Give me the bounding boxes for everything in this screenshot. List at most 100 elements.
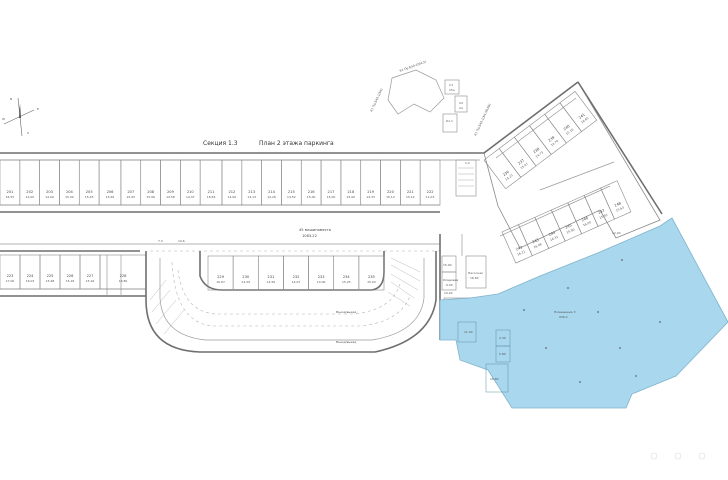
parking-space-area: 17.00 bbox=[6, 279, 15, 283]
parking-space-number: 202 bbox=[26, 190, 33, 194]
parking-space-area: 15.63 bbox=[615, 205, 625, 212]
room1-value: 16.60 bbox=[470, 276, 479, 280]
row-diagonal-upper-stalls: 23614.2323715.0723814.7323914.7024015.16… bbox=[483, 90, 598, 190]
parking-space-area: 16.03 bbox=[26, 279, 35, 283]
parking-space-outline bbox=[39, 254, 61, 290]
parking-space-area: 16.00 bbox=[582, 220, 592, 227]
parking-space-outline bbox=[501, 224, 533, 264]
parking-space-outline bbox=[358, 255, 385, 291]
dim-1: 7.3 bbox=[158, 239, 163, 243]
parking-space-number: 230 bbox=[242, 275, 250, 279]
context-value-4: 2н bbox=[459, 106, 463, 110]
parking-space-number: 245 bbox=[565, 223, 573, 229]
parking-space-area: 14.13 bbox=[247, 195, 256, 199]
parking-space-number: 243 bbox=[532, 238, 540, 244]
parking-space-number: 227 bbox=[87, 274, 94, 278]
parking-space-number: 237 bbox=[517, 158, 525, 165]
parking-space-area: 16.56 bbox=[207, 195, 216, 199]
parking-space-area: 15.25 bbox=[342, 280, 351, 284]
section-title: Секция 1.3 bbox=[203, 140, 238, 147]
parking-space-number: 217 bbox=[328, 190, 335, 194]
row-top-stalls: 20116.5520214.0020314.0020415.0020515.45… bbox=[0, 159, 441, 206]
parking-space-number: 214 bbox=[268, 190, 276, 194]
parking-space-area: 16.87 bbox=[216, 280, 225, 284]
parking-space-area: 14.52 bbox=[287, 195, 296, 199]
parking-space-number: 212 bbox=[228, 190, 235, 194]
parking-space-area: 14.23 bbox=[504, 173, 513, 181]
parking-space-area: 16.55 bbox=[6, 195, 15, 199]
parking-space-area: 15.00 bbox=[307, 195, 316, 199]
parking-space-outline bbox=[483, 148, 522, 190]
parking-title: 45 машиноместа bbox=[299, 228, 331, 232]
parking-space-area: 15.48 bbox=[46, 279, 55, 283]
parking-space-number: 238 bbox=[532, 146, 540, 154]
parking-space-area: 15.16 bbox=[86, 279, 95, 283]
parking-space-number: 244 bbox=[548, 230, 557, 237]
parking-space-number: 218 bbox=[347, 190, 355, 194]
compass-n: N bbox=[10, 97, 12, 101]
room5-value: 10.20 bbox=[444, 291, 453, 295]
row-center-bottom-stalls: 22916.8723014.3923114.5623214.0723314.00… bbox=[207, 255, 385, 291]
parking-space-area: 15.00 bbox=[347, 195, 356, 199]
context-value-3: С2 bbox=[459, 101, 463, 105]
row-left-bottom-stalls: 22317.0022416.0322515.4822615.1622715.16… bbox=[0, 254, 147, 290]
parking-space-number: 201 bbox=[6, 190, 13, 194]
parking-space-area: 16.80 bbox=[119, 279, 128, 283]
parking-space-area: 14.00 bbox=[228, 195, 237, 199]
parking-area: 1083.22 bbox=[302, 234, 317, 238]
parking-space-number: 241 bbox=[578, 113, 586, 120]
parking-space-area: 15.03 bbox=[367, 280, 376, 284]
parking-space-number: 224 bbox=[27, 274, 35, 278]
parking-space-number: 246 bbox=[581, 216, 590, 223]
context-building: К1 Пр.Б40-1(Б4,5) С1 15н С2 2н К1.1 К1 П… bbox=[369, 60, 491, 137]
parking-space-number: 210 bbox=[187, 190, 195, 194]
ramp-section: Въезд/выезд Въезд/выезд bbox=[145, 251, 437, 353]
parking-space-number: 215 bbox=[288, 190, 295, 194]
parking-space-area: 14.07 bbox=[292, 280, 301, 284]
parking-space-area: 16.08 bbox=[533, 242, 543, 249]
parking-space-number: 234 bbox=[343, 275, 351, 279]
parking-space-area: 15.00 bbox=[127, 195, 136, 199]
parking-space-outline bbox=[207, 255, 234, 291]
compass-s: S bbox=[27, 131, 29, 135]
parking-space-number: 228 bbox=[120, 274, 128, 278]
parking-space-area: 15.07 bbox=[520, 162, 529, 170]
parking-space-area: 14.33 bbox=[366, 195, 375, 199]
parking-space-area: 16.31 bbox=[549, 235, 559, 242]
parking-space-area: 16.21 bbox=[516, 249, 526, 256]
parking-space-outline bbox=[333, 255, 360, 291]
parking-space-area: 14.70 bbox=[550, 139, 559, 147]
parking-space-number: 220 bbox=[387, 190, 395, 194]
parking-space-number: 209 bbox=[167, 190, 175, 194]
parking-space-number: 247 bbox=[597, 209, 605, 215]
parking-space-outline bbox=[79, 254, 101, 290]
parking-space-number: 232 bbox=[293, 275, 300, 279]
parking-space-number: 206 bbox=[107, 190, 115, 194]
parking-space-number: 216 bbox=[308, 190, 316, 194]
parking-space-number: 242 bbox=[515, 245, 523, 251]
parking-space-area: 15.90 bbox=[566, 227, 576, 234]
parking-space-outline bbox=[308, 255, 335, 291]
parking-space-outline bbox=[559, 90, 598, 132]
ramp-label-outer: Въезд/выезд bbox=[336, 340, 356, 344]
parking-space-number: 248 bbox=[614, 201, 623, 208]
room1-label: Насосная bbox=[468, 271, 483, 275]
